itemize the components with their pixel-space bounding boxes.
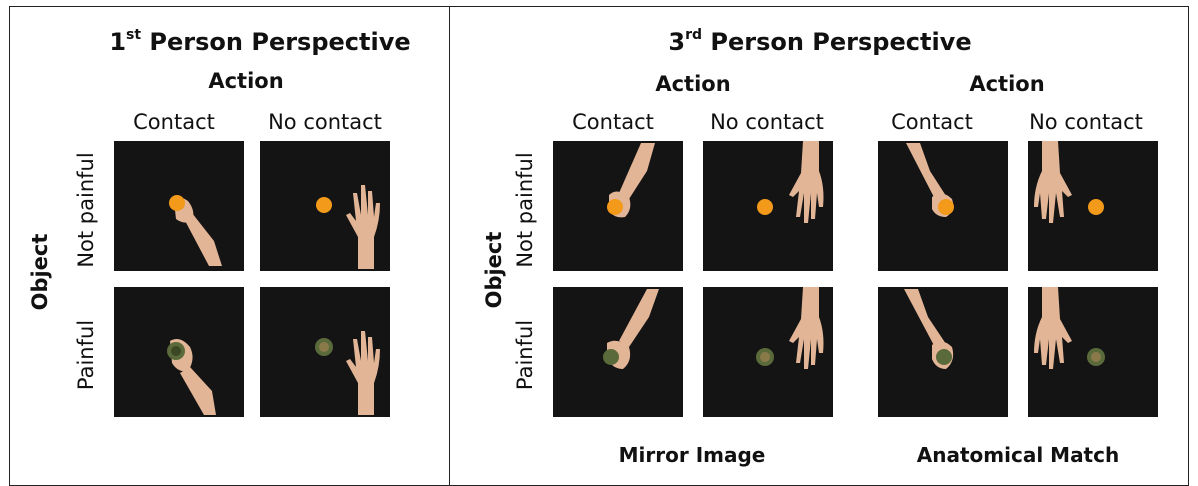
stimulus-3rd-anatomical-contact-not-painful xyxy=(878,141,1008,271)
action-header-3rd-anatomical: Action xyxy=(969,72,1044,96)
title-1st-person: 1st Person Perspective xyxy=(109,28,410,56)
object-label-1st: Object xyxy=(28,234,52,311)
col-no-contact-1st: No contact xyxy=(268,110,382,134)
caption-anatomical-match: Anatomical Match xyxy=(917,443,1119,467)
col-contact-1st: Contact xyxy=(133,110,215,134)
stimulus-1st-no-contact-not-painful xyxy=(260,141,390,271)
stimulus-3rd-mirror-no-contact-painful xyxy=(703,287,833,417)
row-painful-3rd: Painful xyxy=(513,320,537,390)
stimulus-3rd-mirror-contact-painful xyxy=(553,287,683,417)
col-no-contact-3rd-anatomical: No contact xyxy=(1029,110,1143,134)
panel-divider xyxy=(449,6,450,486)
row-not-painful-3rd: Not painful xyxy=(513,152,537,267)
stimulus-1st-contact-not-painful xyxy=(114,141,244,271)
row-not-painful-1st: Not painful xyxy=(74,152,98,267)
col-contact-3rd-anatomical: Contact xyxy=(891,110,973,134)
action-header-3rd-mirror: Action xyxy=(655,72,730,96)
col-contact-3rd-mirror: Contact xyxy=(572,110,654,134)
stimulus-3rd-mirror-no-contact-not-painful xyxy=(703,141,833,271)
row-painful-1st: Painful xyxy=(74,320,98,390)
stimulus-1st-no-contact-painful xyxy=(260,287,390,417)
action-header-1st: Action xyxy=(208,69,283,93)
caption-mirror-image: Mirror Image xyxy=(619,443,766,467)
title-3rd-person: 3rd Person Perspective xyxy=(668,28,971,56)
stimulus-3rd-anatomical-no-contact-not-painful xyxy=(1028,141,1158,271)
stimulus-3rd-mirror-contact-not-painful xyxy=(553,141,683,271)
object-label-3rd: Object xyxy=(482,232,506,309)
col-no-contact-3rd-mirror: No contact xyxy=(710,110,824,134)
stimulus-3rd-anatomical-no-contact-painful xyxy=(1028,287,1158,417)
stimulus-3rd-anatomical-contact-painful xyxy=(878,287,1008,417)
stimulus-1st-contact-painful xyxy=(114,287,244,417)
